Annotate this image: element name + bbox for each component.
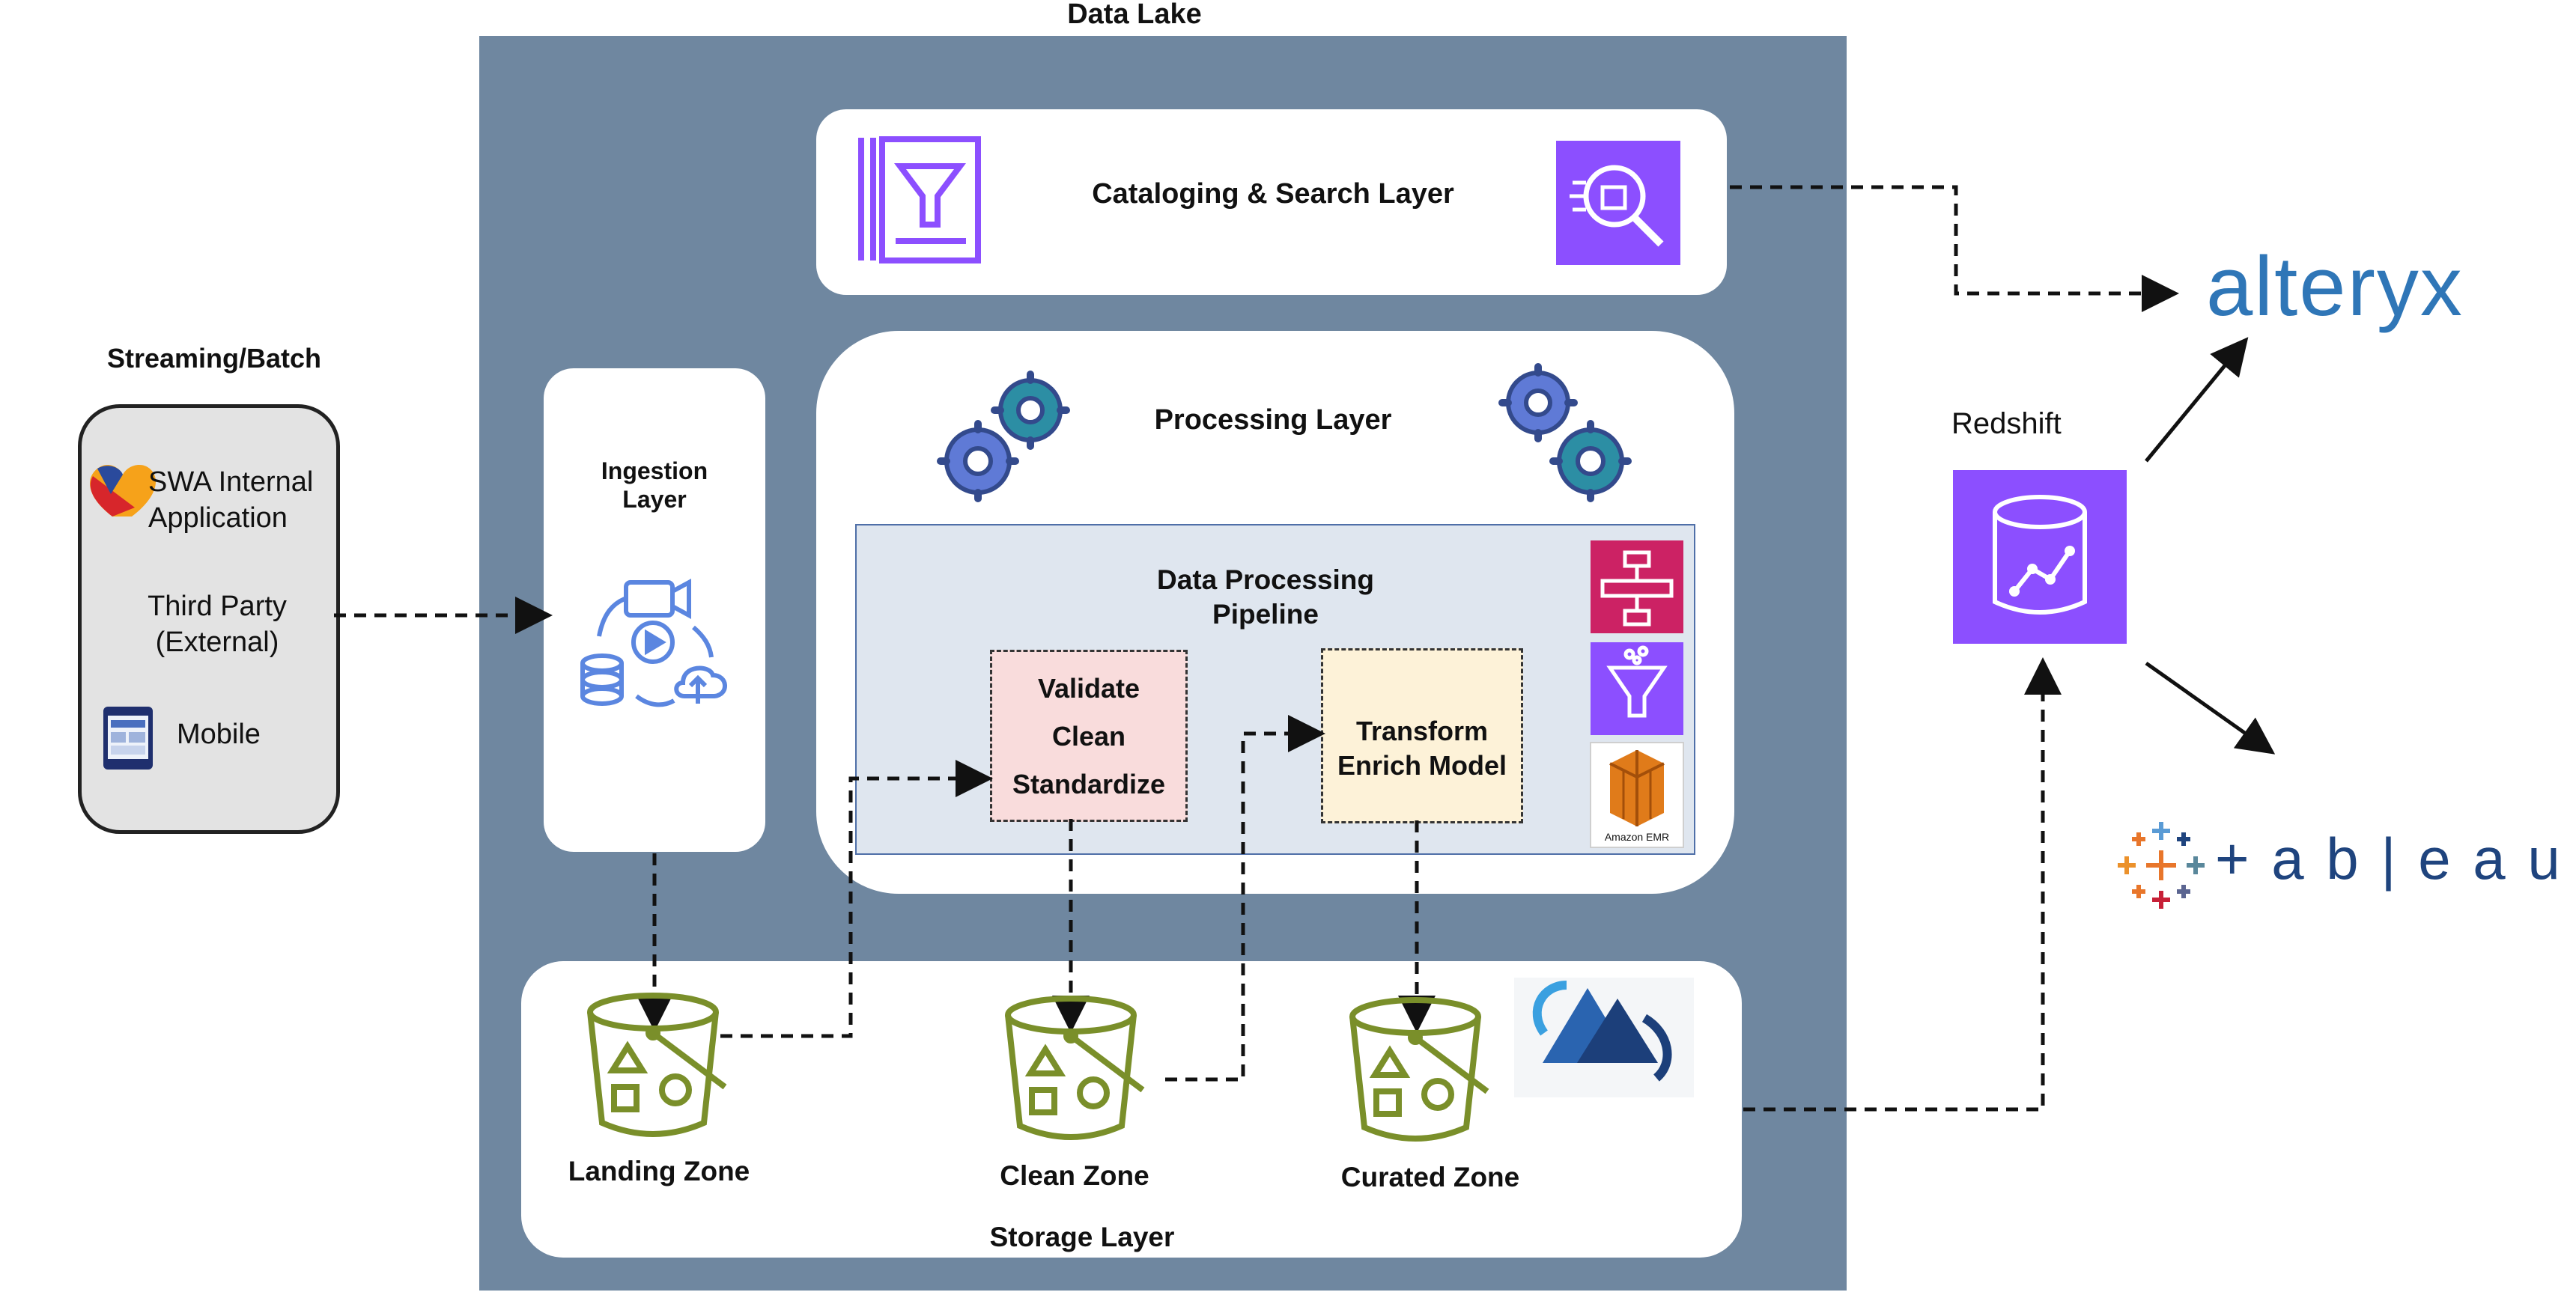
redshift-icon (1953, 470, 2127, 644)
pipeline-line-1: Data Processing (1157, 564, 1374, 595)
validate-line-2: Clean (1051, 721, 1126, 752)
tableau-logo: + a b | e a u (2215, 826, 2563, 892)
transform-line-2: Enrich Model (1337, 750, 1507, 781)
tableau-logo-icon (2118, 822, 2205, 909)
search-data-icon (1556, 141, 1680, 265)
swa-internal-application-label: SWA Internal Application (148, 464, 328, 536)
glue-funnel-icon (1591, 642, 1683, 735)
ingestion-layer-label: Ingestion Layer (544, 457, 765, 514)
storage-to-redshift-arrow (1743, 657, 2062, 1112)
s3-bucket-icon-clean (1005, 996, 1145, 1140)
heart-logo-icon (89, 464, 156, 517)
landing-zone-label: Landing Zone (568, 1156, 750, 1186)
data-processing-pipeline-label: Data Processing Pipeline (1063, 563, 1468, 632)
mobile-label: Mobile (177, 719, 261, 750)
swa-line-1: SWA Internal (148, 466, 314, 498)
validate-step (990, 650, 1188, 822)
clean-to-transform-arrow (1165, 715, 1325, 1082)
phone-icon (103, 707, 153, 770)
transform-step-label: Transform Enrich Model (1321, 714, 1523, 783)
transform-line-1: Transform (1355, 716, 1489, 746)
emr-icon (1590, 742, 1684, 848)
processing-layer-label: Processing Layer (1154, 404, 1392, 436)
transform-step (1321, 648, 1523, 823)
ingestion-cycle-icon (580, 578, 727, 707)
gears-icon-left (937, 371, 1070, 502)
lake-formation-icon (1514, 978, 1694, 1097)
s3-bucket-icon-landing (587, 993, 727, 1137)
third-party-line-2: (External) (155, 627, 279, 658)
validate-line-1: Validate (1037, 673, 1140, 704)
step-functions-icon (1591, 540, 1683, 633)
emr-label: Amazon EMR (1604, 831, 1670, 843)
validate-line-3: Standardize (1012, 769, 1166, 799)
redshift-to-alteryx-arrow (2145, 337, 2249, 463)
funnel-document-icon (858, 136, 981, 263)
landing-to-validate-arrow (720, 760, 993, 1038)
alteryx-logo: alteryx (2206, 240, 2464, 333)
storage-layer-label: Storage Layer (989, 1222, 1175, 1252)
cataloging-search-layer-label: Cataloging & Search Layer (1092, 178, 1454, 210)
clean-zone-label: Clean Zone (1000, 1160, 1149, 1191)
redshift-to-tableau-arrow (2145, 661, 2276, 755)
third-party-label: Third Party (External) (90, 588, 344, 660)
ingestion-layer (544, 368, 765, 852)
gears-icon-right (1498, 363, 1632, 502)
pipeline-line-2: Pipeline (1212, 599, 1319, 630)
catalog-to-alteryx-arrow (1730, 185, 2179, 312)
curated-zone-label: Curated Zone (1340, 1162, 1520, 1192)
streaming-batch-title: Streaming/Batch (106, 343, 322, 374)
data-lake-title: Data Lake (1067, 0, 1202, 30)
ingestion-line-2: Layer (622, 486, 687, 513)
redshift-label: Redshift (1951, 407, 2062, 440)
swa-line-2: Application (148, 502, 288, 534)
validate-step-label: Validate Clean Standardize (990, 665, 1188, 808)
ingestion-line-1: Ingestion (601, 457, 708, 484)
s3-bucket-icon-curated (1349, 997, 1489, 1142)
third-party-line-1: Third Party (148, 591, 287, 622)
